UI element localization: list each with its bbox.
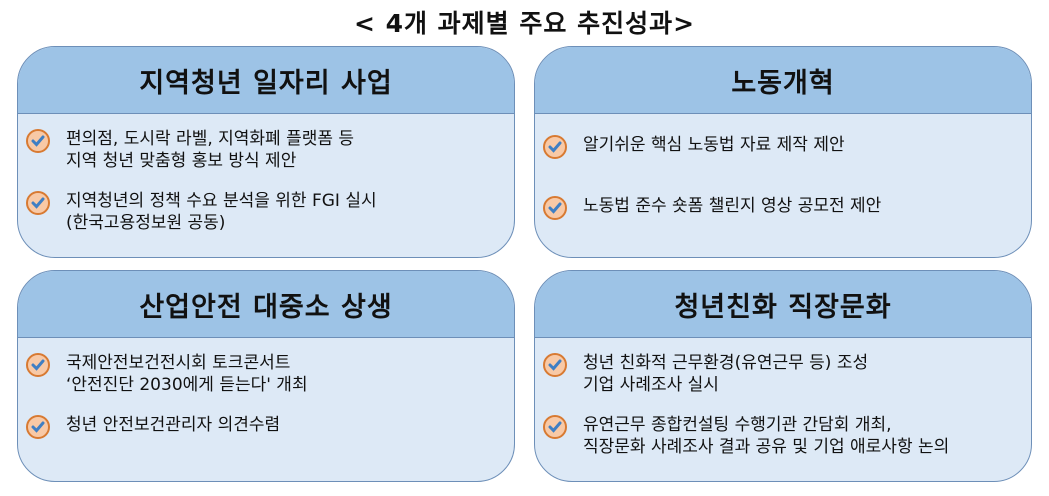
check-circle-icon [543,415,567,439]
check-circle-icon [26,129,50,153]
page-title: < 4개 과제별 주요 추진성과> [353,9,696,38]
list-item: 국제안전보건전시회 토크콘서트‘안전진단 2030에게 듣는다' 개최 [26,352,500,396]
item-line: 직장문화 사례조사 결과 공유 및 기업 애로사항 논의 [583,437,950,457]
item-line: ‘안전진단 2030에게 듣는다' 개최 [66,375,308,395]
item-line: 청년 친화적 근무환경(유연근무 등) 조성 [583,353,869,373]
card-heading: 청년친화 직장문화 [535,271,1031,338]
item-text: 청년 안전보건관리자 의견수렴 [66,414,280,436]
list-item: 알기쉬운 핵심 노동법 자료 제작 제안 [543,134,1017,159]
list-item: 유연근무 종합컨설팅 수행기관 간담회 개최,직장문화 사례조사 결과 공유 및… [543,414,1017,458]
list-item: 지역청년의 정책 수요 분석을 위한 FGI 실시(한국고용정보원 공동) [26,190,500,234]
check-circle-icon [543,135,567,159]
item-line: 청년 안전보건관리자 의견수렴 [66,415,281,435]
item-line: 국제안전보건전시회 토크콘서트 [66,353,291,373]
item-text: 지역청년의 정책 수요 분석을 위한 FGI 실시(한국고용정보원 공동) [66,190,377,234]
item-text: 알기쉬운 핵심 노동법 자료 제작 제안 [583,134,845,156]
item-text: 유연근무 종합컨설팅 수행기관 간담회 개최,직장문화 사례조사 결과 공유 및… [583,414,949,458]
item-line: 편의점, 도시락 라벨, 지역화폐 플랫폼 등 [66,129,355,149]
item-line: 지역청년의 정책 수요 분석을 위한 FGI 실시 [66,191,377,211]
check-circle-icon [26,353,50,377]
list-item: 청년 안전보건관리자 의견수렴 [26,414,500,439]
item-text: 노동법 준수 숏폼 챌린지 영상 공모전 제안 [583,195,881,217]
item-line: 지역 청년 맞춤형 홍보 방식 제안 [66,151,297,171]
check-circle-icon [26,191,50,215]
check-circle-icon [543,196,567,220]
card-heading: 산업안전 대중소 상생 [18,271,514,338]
item-line: 유연근무 종합컨설팅 수행기관 간담회 개최, [583,415,892,435]
list-item: 노동법 준수 숏폼 챌린지 영상 공모전 제안 [543,195,1017,220]
item-line: (한국고용정보원 공동) [66,213,226,233]
item-line: 기업 사례조사 실시 [583,375,719,395]
card-heading: 지역청년 일자리 사업 [18,47,514,114]
item-line: 노동법 준수 숏폼 챌린지 영상 공모전 제안 [583,196,882,216]
check-circle-icon [26,415,50,439]
item-text: 국제안전보건전시회 토크콘서트‘안전진단 2030에게 듣는다' 개최 [66,352,308,396]
card-heading: 노동개혁 [535,47,1031,114]
item-line: 알기쉬운 핵심 노동법 자료 제작 제안 [583,135,845,155]
check-circle-icon [543,353,567,377]
